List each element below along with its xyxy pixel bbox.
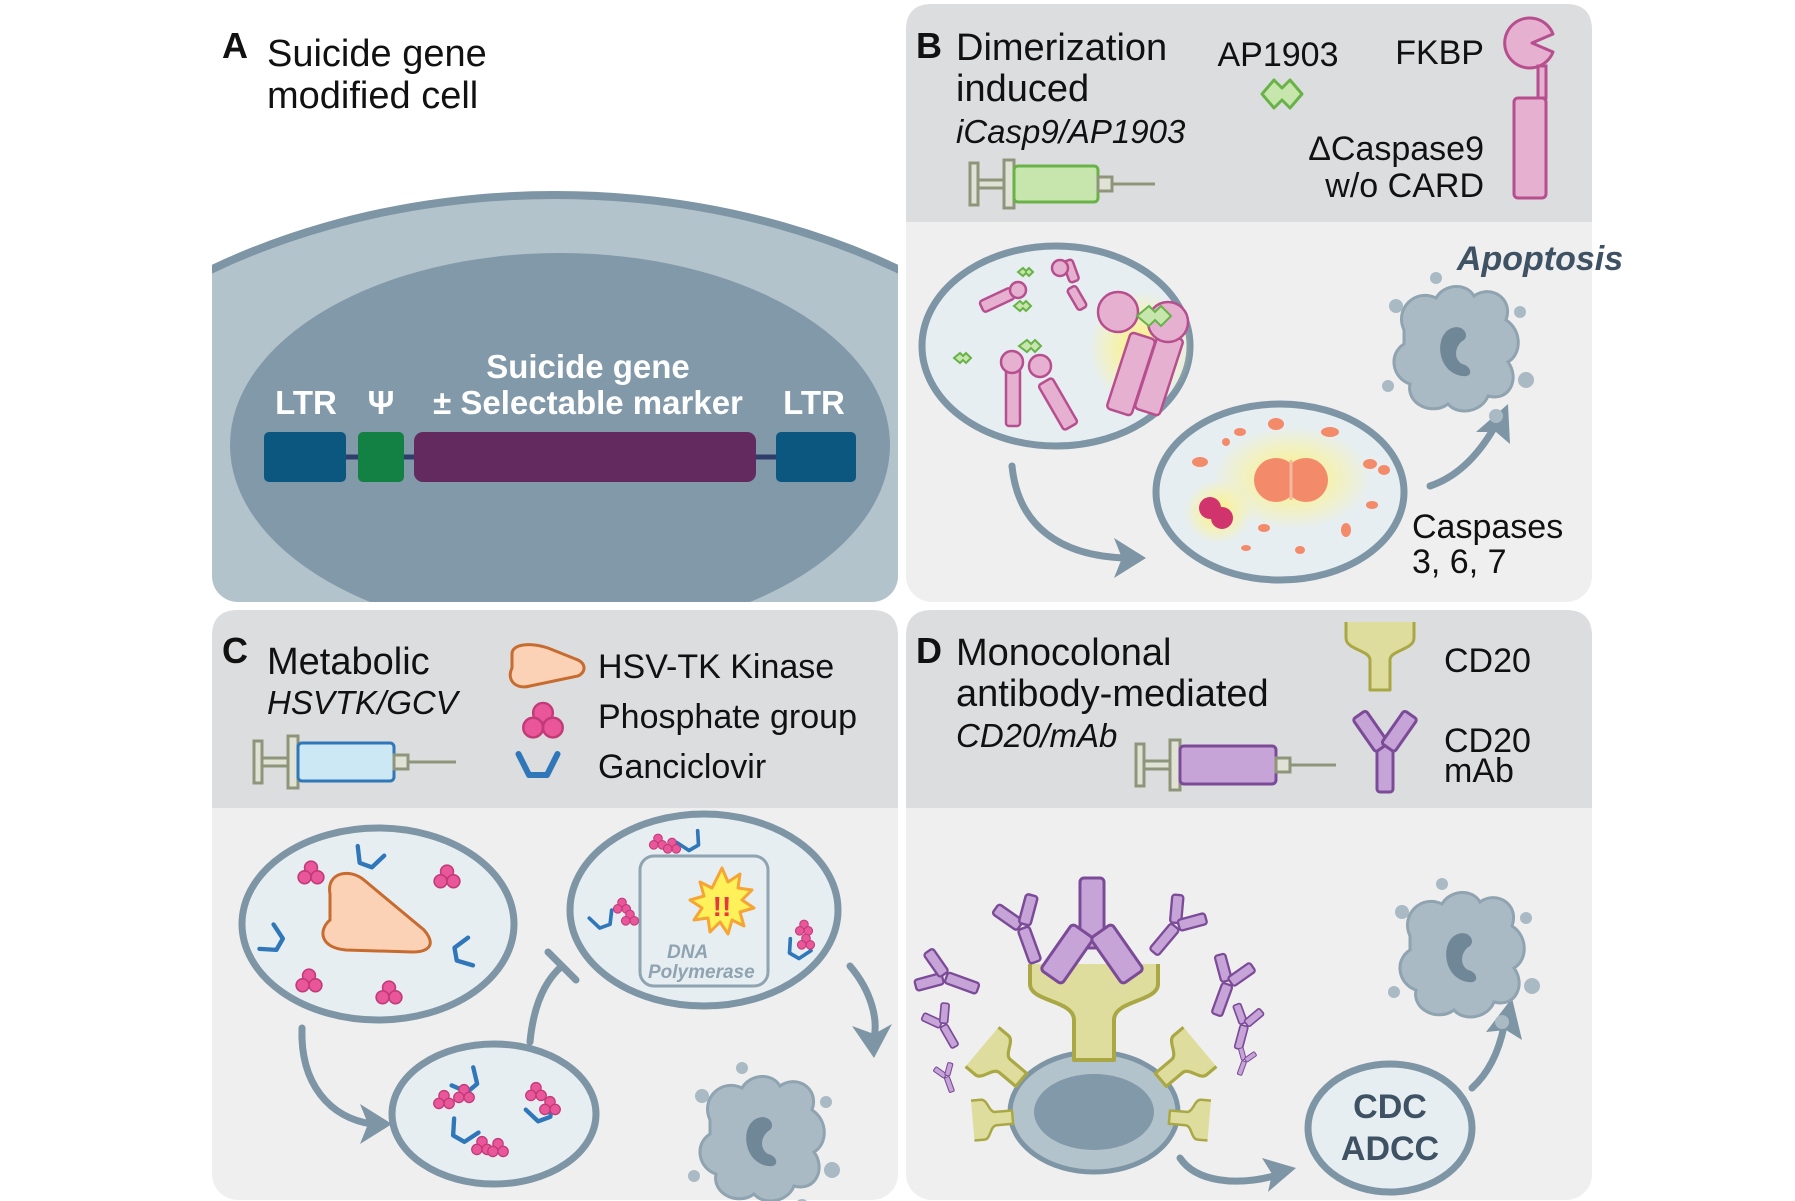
mab-legend-icon	[1352, 709, 1418, 794]
alert-label: !!	[713, 891, 732, 922]
selectable-marker-label: ± Selectable marker	[433, 384, 743, 421]
cell-dimerization	[918, 242, 1194, 450]
panel-d-letter: D	[916, 630, 942, 671]
polymerase-label: Polymerase	[648, 962, 755, 983]
panel-b: B Dimerization induced iCasp9/AP1903 AP1…	[906, 4, 1623, 602]
ap1903-label: AP1903	[1218, 36, 1339, 74]
panel-b-title-line2: induced	[956, 68, 1089, 110]
ap1903-molecule-icon	[1260, 78, 1304, 110]
adcc-label: ADCC	[1341, 1130, 1439, 1168]
panel-c-title: Metabolic	[267, 641, 430, 683]
cd20-target-cell	[963, 964, 1219, 1175]
panel-b-title-line1: Dimerization	[956, 27, 1167, 69]
arrow-c-1	[298, 1024, 376, 1128]
syringe-mab	[1134, 738, 1336, 792]
fkbp-icon	[1503, 16, 1555, 100]
cd20-legend-icon	[1344, 622, 1416, 692]
cell-dna-polymerase: !! DNA Polymerase	[566, 810, 842, 1010]
panel-a-title-line2: modified cell	[267, 75, 478, 117]
panel-c: C Metabolic HSVTK/GCV HSV-TK Kinase Phos…	[212, 610, 898, 1201]
mab-label: CD20	[1444, 722, 1531, 760]
hsv-tk-kinase-icon	[508, 643, 586, 689]
cdc-label: CDC	[1353, 1088, 1427, 1126]
apoptosis-label: Apoptosis	[1456, 240, 1623, 278]
panel-a-letter: A	[222, 25, 248, 66]
psi-label: Ψ	[368, 384, 395, 421]
panel-d-title-line2: antibody-mediated	[956, 673, 1269, 715]
cd20-main	[1028, 964, 1160, 1062]
suicide-gene-label: Suicide gene	[486, 348, 690, 385]
legend-ganciclovir: Ganciclovir	[598, 748, 766, 786]
caspases-label: Caspases	[1412, 508, 1563, 546]
arrow-c-2	[526, 962, 566, 1046]
fkbp-label: FKBP	[1395, 34, 1484, 72]
suicide-gene-block	[414, 432, 756, 482]
arrow-b-1	[1008, 462, 1130, 562]
panel-a: A Suicide gene modified cell LTR Ψ Suici…	[212, 10, 898, 602]
arrow-c-3	[846, 962, 879, 1042]
syringe-gcv	[252, 734, 456, 790]
arrow-b-2	[1426, 424, 1498, 490]
panel-a-title-line1: Suicide gene	[267, 33, 487, 75]
syringe-ap1903	[968, 158, 1155, 210]
cdc-adcc-bubble: CDC ADCC	[1304, 1060, 1476, 1196]
cd20-label: CD20	[1444, 642, 1531, 680]
ltr-right-label: LTR	[783, 384, 845, 421]
caspase9-label: ΔCaspase9	[1308, 130, 1484, 168]
arrow-d-2	[1468, 1022, 1508, 1092]
panel-d-subtitle: CD20/mAb	[956, 717, 1117, 754]
panel-b-subtitle: iCasp9/AP1903	[956, 113, 1186, 150]
psi-block	[358, 432, 404, 482]
panel-d: D Monocolonal antibody-mediated CD20/mAb…	[906, 610, 1592, 1200]
alert-burst-icon	[688, 866, 756, 936]
cell-phosphorylation	[388, 1040, 600, 1188]
ltr-left-block	[264, 432, 346, 482]
panel-c-subtitle: HSVTK/GCV	[267, 684, 461, 721]
caspase9-card-label: w/o CARD	[1324, 167, 1484, 205]
caspases-numbers: 3, 6, 7	[1412, 543, 1507, 581]
arrow-d-1	[1176, 1154, 1278, 1185]
legend-phosphate: Phosphate group	[598, 698, 857, 736]
panel-c-letter: C	[222, 630, 248, 671]
dna-label: DNA	[667, 942, 708, 963]
legend-kinase: HSV-TK Kinase	[598, 648, 834, 686]
panel-d-title-line1: Monocolonal	[956, 632, 1171, 674]
cell-caspase-activation	[1152, 400, 1408, 584]
bound-antibody	[1040, 876, 1144, 985]
mab-label-2: mAb	[1444, 752, 1514, 790]
caspase9-icon	[1512, 96, 1548, 200]
panel-b-letter: B	[916, 25, 942, 66]
ltr-left-label: LTR	[275, 384, 337, 421]
cell-kinase	[238, 824, 518, 1024]
ltr-right-block	[776, 432, 856, 482]
